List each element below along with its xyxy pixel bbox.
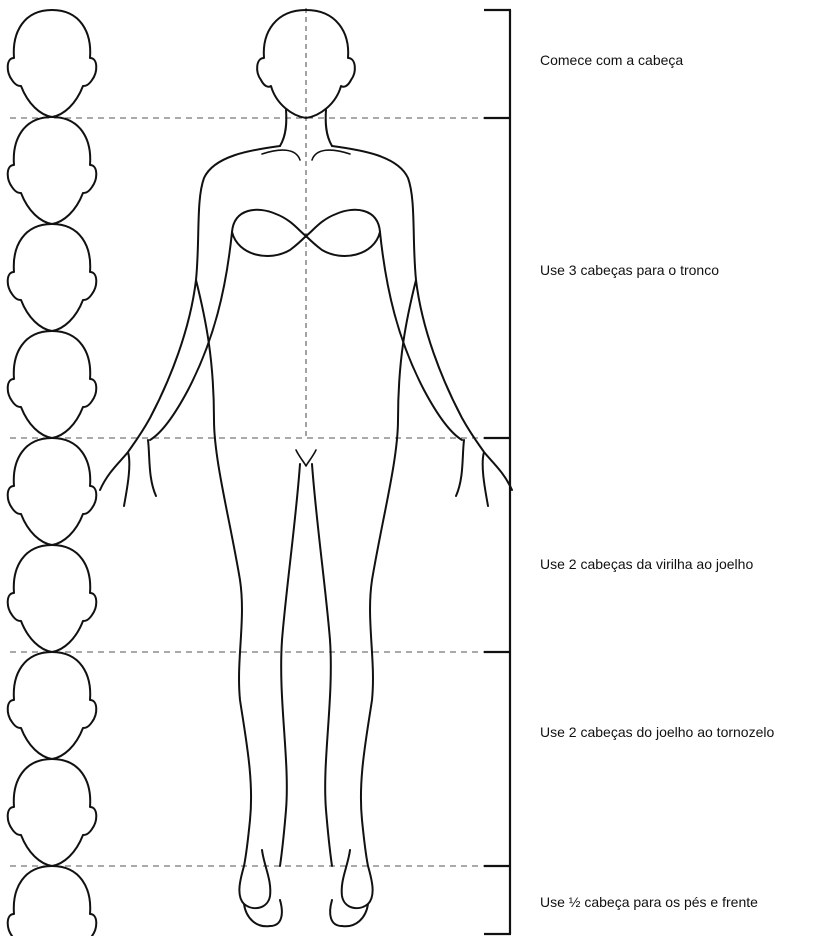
head-unit (8, 866, 97, 936)
label-head: Comece com a cabeça (540, 52, 683, 68)
head-unit (8, 224, 97, 331)
head-unit (8, 652, 97, 759)
head-unit (8, 117, 97, 224)
crotch-mark (296, 450, 316, 466)
figure-neck-left (280, 110, 286, 146)
clavicle-left (262, 150, 300, 160)
head-unit (8, 10, 97, 117)
measurement-bracket (484, 10, 511, 934)
label-crotch-to-knee: Use 2 cabeças da virilha ao joelho (540, 556, 753, 572)
clavicle-right (312, 150, 350, 160)
label-knee-to-ankle: Use 2 cabeças do joelho ao tornozelo (540, 724, 774, 740)
foot-right (330, 900, 368, 926)
female-figure (100, 8, 512, 926)
head-units-column (8, 10, 97, 936)
label-feet: Use ½ cabeça para os pés e frente (540, 894, 758, 910)
inner-arm-right (380, 232, 462, 440)
foot-left (244, 900, 282, 926)
figure-neck-right (326, 110, 332, 146)
guide-lines (10, 118, 510, 866)
inner-leg-right (312, 464, 332, 866)
figure-left-side (100, 146, 280, 908)
inner-leg-left (280, 464, 300, 866)
label-torso: Use 3 cabeças para o tronco (540, 262, 719, 278)
head-unit (8, 331, 97, 438)
inner-arm-left (150, 232, 232, 440)
figure-right-side (332, 146, 512, 908)
bust-top (232, 210, 380, 236)
head-unit (8, 438, 97, 545)
head-unit (8, 759, 97, 866)
head-unit (8, 545, 97, 652)
